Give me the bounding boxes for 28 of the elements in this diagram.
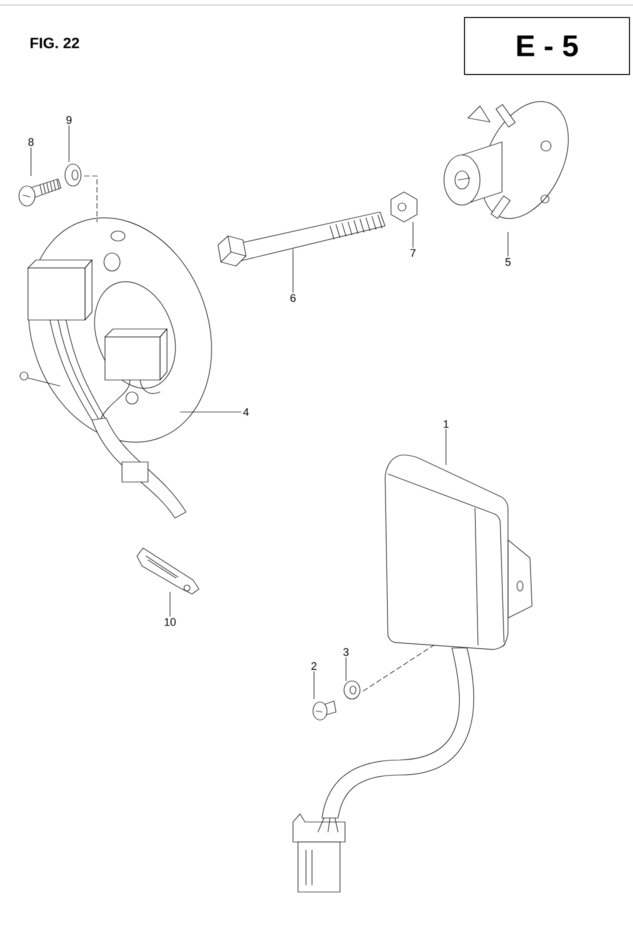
callout-number: 1 <box>444 420 449 428</box>
leader-line <box>68 125 70 162</box>
screw-drawing <box>312 700 336 720</box>
assembly-line <box>84 176 98 222</box>
figure-title: FIG. 22 <box>30 38 80 48</box>
washer-drawing <box>64 164 82 186</box>
callout-number: 10 <box>164 618 176 626</box>
control-unit-drawing <box>384 454 532 650</box>
callout-number: 8 <box>28 138 34 146</box>
assembly-line <box>363 644 434 692</box>
page-code-box: E - 5 <box>464 17 630 75</box>
callout-number: 2 <box>312 662 316 670</box>
nut-drawing <box>390 192 418 222</box>
callout-number: 7 <box>410 249 416 257</box>
leader-line <box>412 222 414 248</box>
washer-drawing <box>344 680 360 700</box>
callout-number: 4 <box>243 408 249 416</box>
bolt-drawing <box>218 212 386 266</box>
governor-drawing <box>444 101 569 219</box>
callout-number: 3 <box>343 648 349 656</box>
clamp-drawing <box>136 548 200 594</box>
callout-number: 6 <box>290 294 296 302</box>
screw-drawing <box>18 178 62 206</box>
leader-line <box>292 249 294 293</box>
leader-line <box>30 147 32 176</box>
callout-number: 9 <box>66 116 72 124</box>
callout-number: 5 <box>505 258 511 266</box>
stator-plate-drawing <box>20 218 212 518</box>
